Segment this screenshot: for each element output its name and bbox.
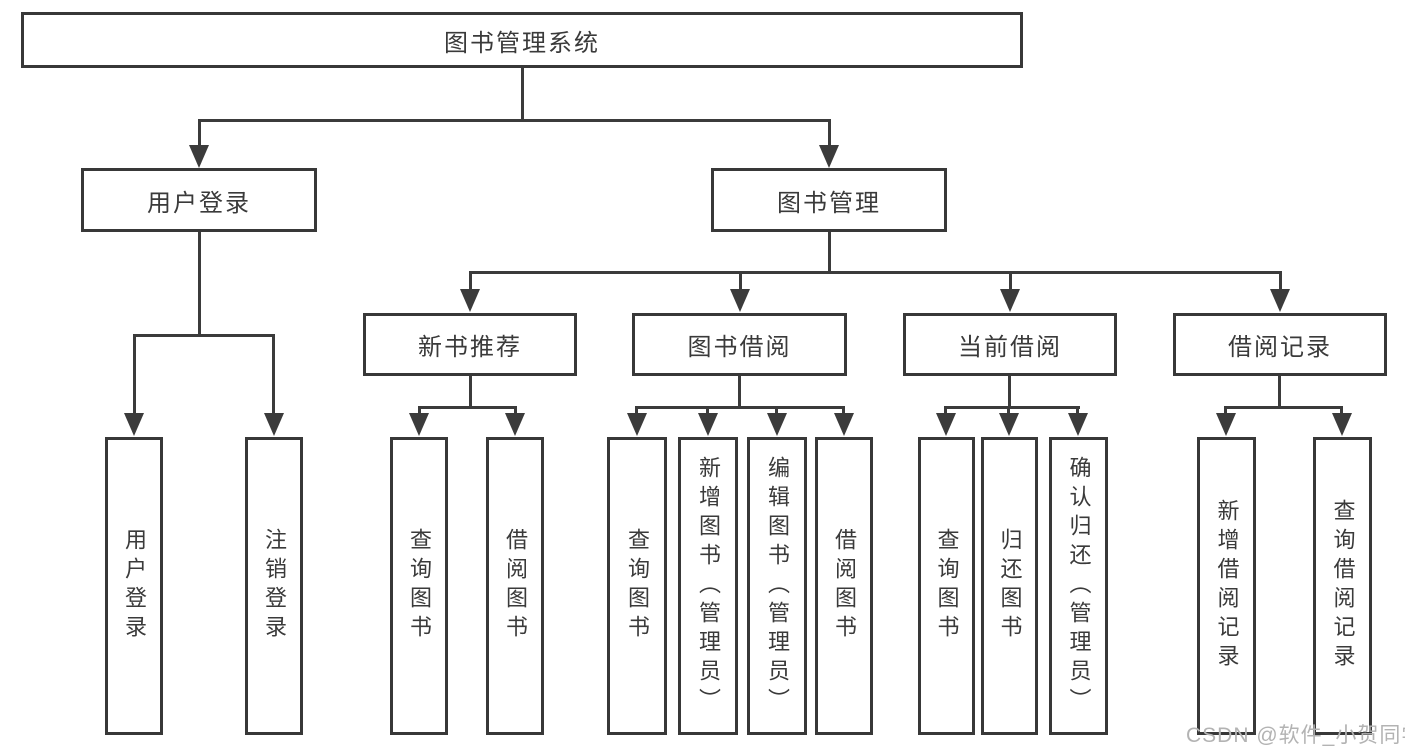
connector bbox=[944, 406, 947, 414]
leaf-borrow-books: 借阅图书 bbox=[815, 437, 873, 735]
connector bbox=[272, 334, 275, 413]
connector bbox=[739, 271, 742, 289]
arrow-down-icon bbox=[1216, 413, 1236, 436]
leaf-query-borrow-record: 查询借阅记录 bbox=[1313, 437, 1372, 735]
connector bbox=[1224, 406, 1227, 414]
arrow-down-icon bbox=[698, 413, 718, 436]
leaf-logout: 注销登录 bbox=[245, 437, 303, 735]
leaf-add-borrow-record: 新增借阅记录 bbox=[1197, 437, 1256, 735]
connector bbox=[418, 406, 517, 409]
connector bbox=[133, 334, 275, 337]
node-library-management-system: 图书管理系统 bbox=[21, 12, 1023, 68]
connector bbox=[635, 406, 845, 409]
arrow-down-icon bbox=[834, 413, 854, 436]
connector bbox=[133, 334, 136, 413]
connector bbox=[775, 406, 778, 414]
connector bbox=[1007, 406, 1010, 414]
node-book-borrowing: 图书借阅 bbox=[632, 313, 847, 376]
arrow-down-icon bbox=[627, 413, 647, 436]
connector bbox=[738, 376, 741, 409]
connector bbox=[469, 376, 472, 409]
node-book-management: 图书管理 bbox=[711, 168, 947, 232]
arrow-down-icon bbox=[1068, 413, 1088, 436]
arrow-down-icon bbox=[999, 413, 1019, 436]
arrow-down-icon bbox=[730, 289, 750, 312]
connector bbox=[514, 406, 517, 414]
connector bbox=[198, 119, 831, 122]
connector bbox=[1076, 406, 1079, 414]
connector bbox=[469, 271, 1282, 274]
node-user-login: 用户登录 bbox=[81, 168, 317, 232]
arrow-down-icon bbox=[409, 413, 429, 436]
leaf-return-book: 归还图书 bbox=[981, 437, 1038, 735]
arrow-down-icon bbox=[264, 413, 284, 436]
arrow-down-icon bbox=[189, 145, 209, 168]
leaf-query-books-borrow: 查询图书 bbox=[607, 437, 667, 735]
connector bbox=[521, 68, 524, 122]
connector bbox=[706, 406, 709, 414]
connector bbox=[1224, 406, 1343, 409]
leaf-add-book-admin: 新增图书（管理员） bbox=[678, 437, 738, 735]
arrow-down-icon bbox=[936, 413, 956, 436]
csdn-watermark: CSDN @软件_小贺同学 bbox=[1186, 724, 1405, 747]
connector bbox=[198, 119, 201, 146]
connector bbox=[944, 406, 1080, 409]
arrow-down-icon bbox=[124, 413, 144, 436]
leaf-query-books-recommend: 查询图书 bbox=[390, 437, 448, 735]
leaf-edit-book-admin: 编辑图书（管理员） bbox=[747, 437, 807, 735]
connector bbox=[198, 232, 201, 337]
leaf-borrow-books-recommend: 借阅图书 bbox=[486, 437, 544, 735]
connector bbox=[842, 406, 845, 414]
connector bbox=[1008, 376, 1011, 409]
arrow-down-icon bbox=[1270, 289, 1290, 312]
node-current-borrowing: 当前借阅 bbox=[903, 313, 1117, 376]
arrow-down-icon bbox=[767, 413, 787, 436]
connector bbox=[418, 406, 421, 414]
connector bbox=[828, 232, 831, 274]
leaf-query-books-current: 查询图书 bbox=[918, 437, 975, 735]
arrow-down-icon bbox=[460, 289, 480, 312]
arrow-down-icon bbox=[1000, 289, 1020, 312]
arrow-down-icon bbox=[505, 413, 525, 436]
connector bbox=[828, 119, 831, 146]
arrow-down-icon bbox=[819, 145, 839, 168]
leaf-user-login: 用户登录 bbox=[105, 437, 163, 735]
connector bbox=[1340, 406, 1343, 414]
leaf-confirm-return-admin: 确认归还（管理员） bbox=[1049, 437, 1108, 735]
node-new-book-recommendation: 新书推荐 bbox=[363, 313, 577, 376]
connector bbox=[635, 406, 638, 414]
connector bbox=[1279, 271, 1282, 289]
connector bbox=[1009, 271, 1012, 289]
connector bbox=[1278, 376, 1281, 409]
arrow-down-icon bbox=[1332, 413, 1352, 436]
node-borrowing-records: 借阅记录 bbox=[1173, 313, 1387, 376]
connector bbox=[469, 271, 472, 289]
